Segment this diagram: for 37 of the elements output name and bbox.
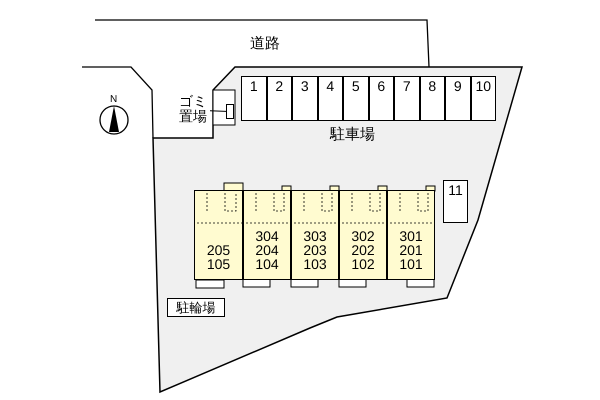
parking-space: 6 [368,76,394,121]
parking-space: 11 [443,180,468,223]
parking-lot-label: 駐車場 [330,125,375,145]
parking-space: 8 [420,76,445,121]
room-number: 303 [303,229,327,243]
room-number: 103 [303,257,327,271]
room-number: 102 [351,257,375,271]
parking-space: 1 [241,76,266,121]
room-number: 202 [351,243,375,257]
room-number: 101 [399,257,423,271]
parking-space: 9 [445,76,470,121]
room-number: 105 [206,257,230,271]
apartment-unit [194,190,243,280]
room-number: 304 [255,229,279,243]
parking-space: 2 [266,76,292,121]
room-number: 201 [399,243,423,257]
bicycle-parking-sign: 駐輪場 [167,298,225,317]
apartment-unit [387,190,435,280]
room-number: 205 [206,243,230,257]
leader-line [210,110,226,112]
room-number: 204 [255,243,279,257]
room-number: 104 [255,257,279,271]
room-number: 301 [399,229,423,243]
parking-space: 4 [318,76,343,121]
room-number: 203 [303,243,327,257]
parking-space: 3 [292,76,318,121]
parking-space: 7 [394,76,420,121]
room-number: 302 [351,229,375,243]
garbage-area-label: ゴミ置場 [176,94,210,126]
apartment-unit [339,190,387,280]
parking-space: 10 [470,76,496,121]
parking-space: 5 [343,76,368,121]
north-label: N [110,93,118,107]
garbage-bin-box [226,104,234,119]
road-label: 道路 [250,34,280,54]
apartment-unit [243,190,291,280]
apartment-unit [291,190,339,280]
